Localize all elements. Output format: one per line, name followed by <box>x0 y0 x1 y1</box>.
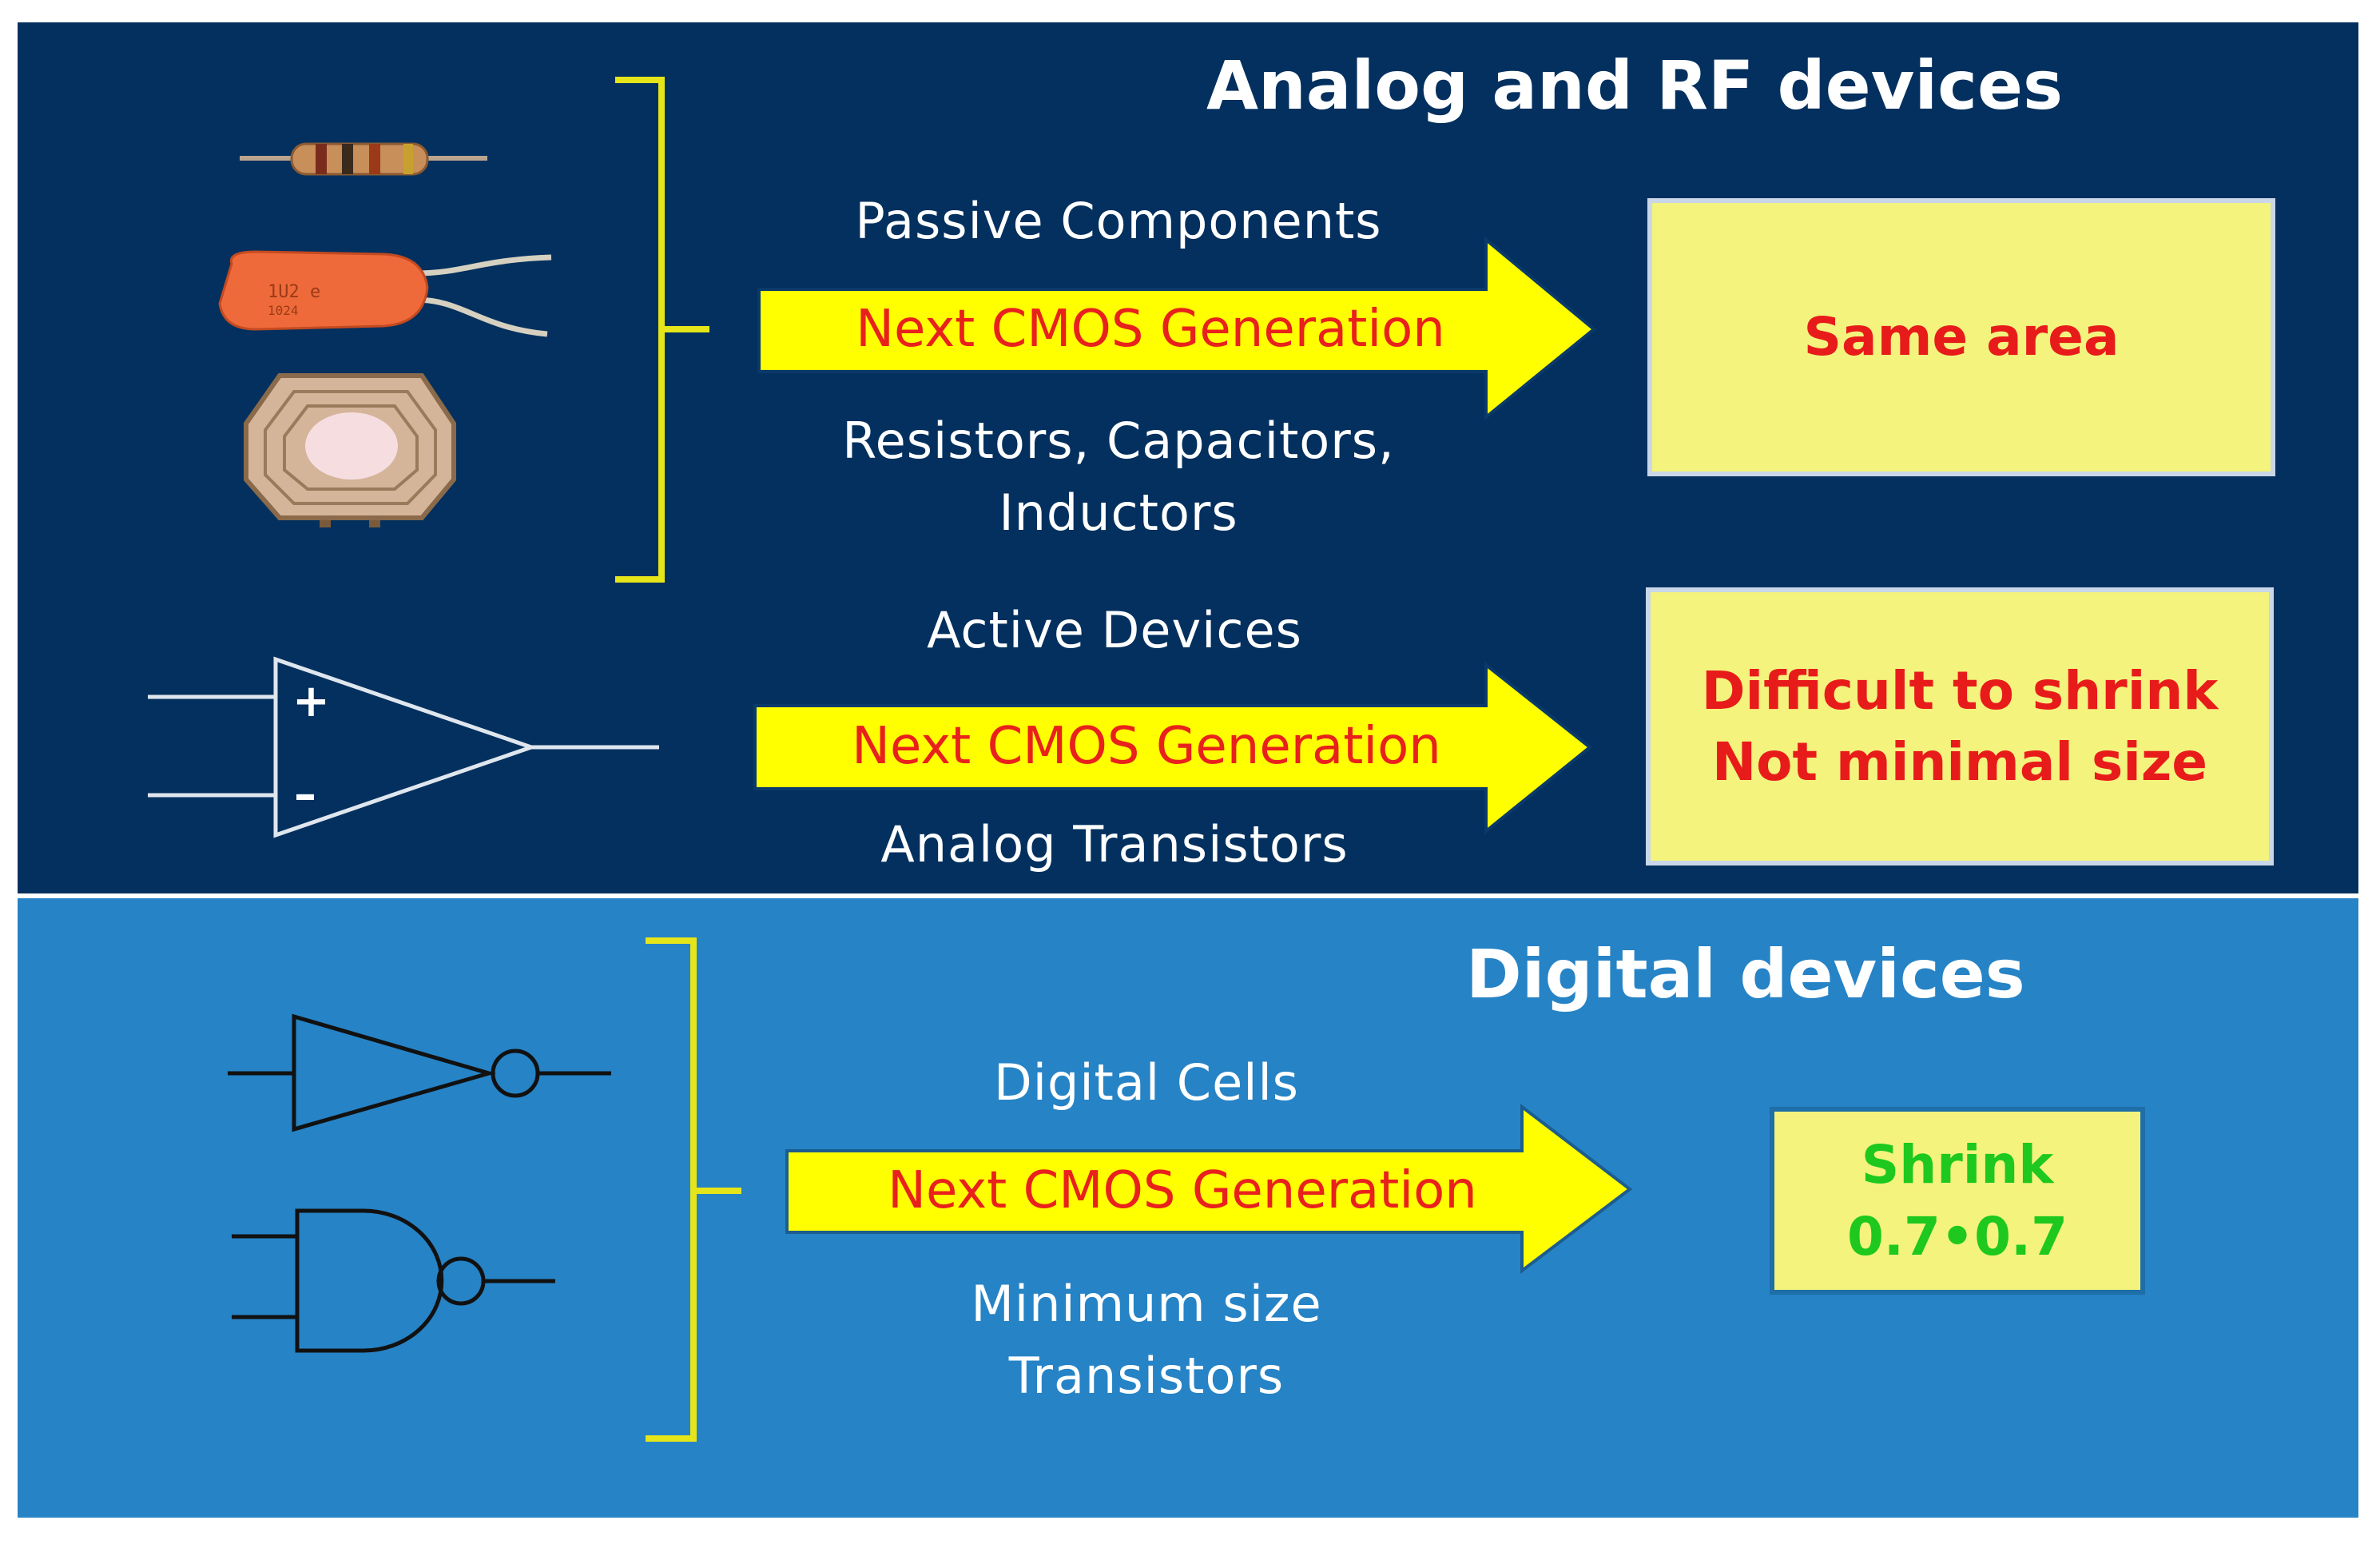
transistors-label: Transistors <box>1008 1347 1285 1405</box>
minimum-size-label: Minimum size <box>971 1275 1322 1333</box>
passive-sublabel-line2: Inductors <box>999 483 1238 542</box>
shrink-factor-text: 0.7•0.7 <box>1846 1205 2068 1267</box>
arrow-digital <box>785 1103 1633 1275</box>
digital-title: Digital devices <box>1466 935 2025 1013</box>
passive-components-label: Passive Components <box>855 192 1382 250</box>
opamp-minus-sign: – <box>294 769 317 821</box>
passive-sublabel-line1: Resistors, Capacitors, <box>842 412 1395 470</box>
opamp-plus-sign: + <box>292 675 331 727</box>
analog-transistors-label: Analog Transistors <box>880 815 1349 873</box>
svg-text:1024: 1024 <box>268 303 299 318</box>
capacitor-icon: 1U2 e 1024 <box>218 250 552 337</box>
digital-arrow-text: Next CMOS Generation <box>888 1161 1477 1220</box>
same-area-box: Same area <box>1647 198 2275 476</box>
bracket-analog <box>615 77 709 583</box>
difficult-to-shrink-box: Difficult to shrink Not minimal size <box>1646 587 2274 866</box>
nand-gate-icon <box>232 1208 555 1353</box>
digital-cells-label: Digital Cells <box>994 1053 1299 1112</box>
arrow-active <box>753 661 1593 835</box>
resistor-icon <box>240 142 487 176</box>
opamp-icon <box>148 656 659 838</box>
inductor-icon <box>244 373 456 527</box>
shrink-text: Shrink <box>1861 1134 2054 1196</box>
passive-arrow-text: Next CMOS Generation <box>856 300 1445 359</box>
arrow-passive <box>757 236 1597 421</box>
svg-text:1U2 e: 1U2 e <box>268 282 320 302</box>
inverter-gate-icon <box>228 1013 611 1132</box>
not-minimal-size-text: Not minimal size <box>1711 731 2208 793</box>
bracket-digital <box>646 937 741 1442</box>
analog-rf-title: Analog and RF devices <box>1206 46 2063 125</box>
active-devices-label: Active Devices <box>927 601 1302 659</box>
difficult-to-shrink-text: Difficult to shrink <box>1701 659 2219 722</box>
same-area-text: Same area <box>1803 306 2120 368</box>
shrink-box: Shrink 0.7•0.7 <box>1770 1107 2145 1295</box>
active-arrow-text: Next CMOS Generation <box>852 717 1441 776</box>
